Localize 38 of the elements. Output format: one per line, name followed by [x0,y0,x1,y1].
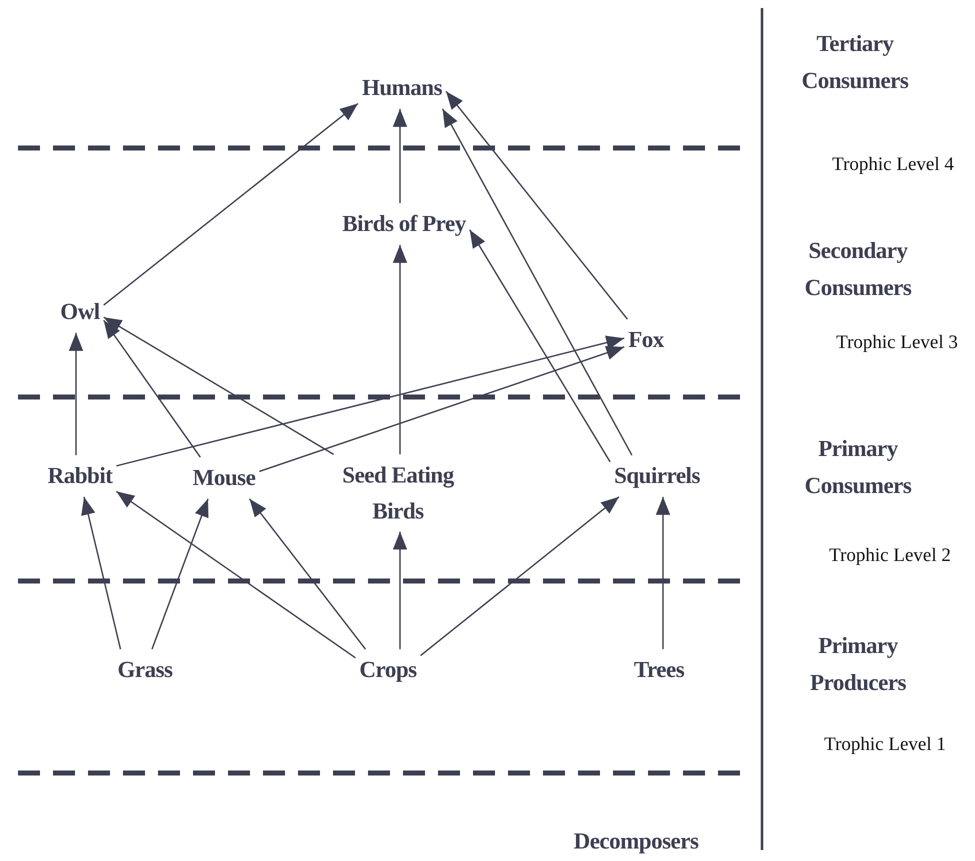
arrow [392,532,408,650]
arrow [116,490,356,658]
arrow [116,336,624,467]
arrow [259,346,624,472]
level-heading: Tertiary Consumers [800,30,910,95]
arrow [392,108,408,204]
species-label: Birds of Prey [338,203,470,245]
species-label: Mouse [188,457,260,499]
level-heading: Secondary Consumers [804,237,912,302]
level-heading: Decomposers [574,828,698,856]
level-heading: Primary Producers [808,632,907,697]
species-label: Humans [358,67,446,109]
trophic-level-label: Trophic Level 3 [836,332,958,354]
arrow [656,496,670,650]
arrow [68,332,84,456]
trophic-level-label: Trophic Level 4 [832,154,954,176]
arrow [392,244,408,454]
species-label: Owl [56,291,104,333]
arrow [442,108,633,456]
arrow [469,229,611,462]
species-label: Rabbit [44,455,116,497]
arrow [446,90,628,320]
species-label: Grass [114,649,176,691]
arrow [103,316,334,455]
arrow [103,102,358,306]
species-label: Crops [355,649,421,691]
arrow [81,496,122,650]
level-heading: Primary Consumers [804,435,912,500]
trophic-level-label: Trophic Level 1 [824,734,946,756]
arrow [420,496,620,656]
trophic-level-label: Trophic Level 2 [829,545,951,567]
species-label: Seed Eating Birds [319,454,477,532]
arrow [248,498,366,650]
arrow [151,498,209,650]
species-label: Trees [630,649,688,691]
species-label: Squirrels [610,455,704,497]
arrow [103,320,201,458]
species-label: Fox [624,319,668,361]
